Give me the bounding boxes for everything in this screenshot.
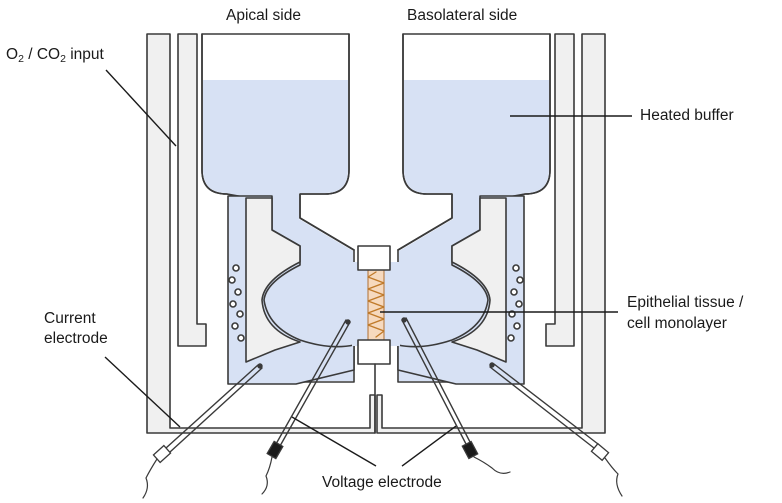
gas-o-text: O (6, 46, 19, 63)
apical-bubble (236, 310, 244, 318)
electrodes (142, 317, 623, 499)
apical-bubble (237, 334, 245, 342)
basolateral-inner-block (451, 197, 507, 363)
basolateral-buffer (399, 80, 549, 381)
left-current-electrode-wire (142, 458, 158, 499)
right-voltage-electrode-cap (461, 440, 479, 460)
apical-bubble (232, 264, 240, 272)
right-current-electrode-cap (590, 442, 610, 462)
right-voltage-electrode-wire (473, 456, 511, 474)
right-current-electrode (489, 362, 623, 497)
gas-input-label: O2 / CO2 input (6, 45, 104, 64)
gas-co-text: / CO (23, 46, 61, 63)
left-voltage-electrode-cap (266, 440, 284, 460)
left-current-electrode-rod (169, 367, 263, 453)
basolateral-bubble (507, 334, 515, 342)
basolateral-bubble (515, 300, 523, 308)
apical-bubble (228, 276, 236, 284)
left-current-electrode-tip (257, 363, 263, 369)
gas-input-leader (105, 69, 177, 147)
basolateral-bubble (513, 322, 521, 330)
left-voltage-electrode-wire (261, 456, 273, 495)
left-voltage-electrode-tip (345, 319, 351, 325)
right-current-electrode-rod (489, 366, 595, 449)
left-current-electrode-rod (165, 364, 259, 449)
left-current-electrode (142, 363, 263, 499)
voltage-electrode-label: Voltage electrode (322, 474, 442, 491)
apical-side-label: Apical side (226, 7, 301, 24)
apical-inner-block (245, 197, 301, 363)
right-voltage-electrode-tip (401, 317, 407, 323)
apical-gas-tube (177, 33, 207, 347)
apical-bubble (229, 300, 237, 308)
right-current-electrode-wire (604, 457, 623, 497)
right-current-electrode-rod (493, 363, 599, 445)
apical-buffer (203, 80, 353, 381)
basolateral-side-label: Basolateral side (407, 7, 518, 24)
left-voltage-electrode-rod (279, 321, 351, 447)
voltage-electrode-leader (291, 416, 377, 467)
gas-co-subscript: 2 (60, 53, 66, 65)
epithelial-label-line2: cell monolayer (627, 315, 727, 332)
right-current-electrode-tip (489, 362, 495, 368)
apical-bubble (231, 322, 239, 330)
basolateral-bubble (510, 288, 518, 296)
basolateral-chamber-wall (376, 33, 606, 434)
basolateral-bubble (512, 264, 520, 272)
left-voltage-electrode-rod (275, 319, 347, 445)
right-voltage-electrode-rod (405, 317, 471, 443)
gas-input-text: input (65, 46, 104, 63)
basolateral-reservoir-outline (397, 33, 551, 251)
upper-clamp-block (357, 245, 391, 271)
leader-lines (104, 69, 632, 467)
lower-clamp-block (357, 339, 391, 365)
basolateral-half-chamber (376, 33, 606, 434)
basolateral-bubble (516, 276, 524, 284)
epithelial-label-line1: Epithelial tissue / (627, 294, 744, 311)
basolateral-gas-tube (545, 33, 575, 347)
current-electrode-label-line2: electrode (44, 330, 108, 347)
epithelial-tissue (367, 269, 385, 341)
right-voltage-electrode (401, 317, 511, 474)
current-electrode-label-line1: Current (44, 310, 96, 327)
heated-buffer-label: Heated buffer (640, 107, 734, 124)
apical-chamber-wall (146, 33, 376, 434)
apical-bubble (234, 288, 242, 296)
tissue-spring (367, 271, 385, 338)
apical-reservoir-outline (201, 33, 355, 251)
gas-o-subscript: 2 (18, 53, 24, 65)
left-voltage-electrode (261, 319, 351, 495)
right-voltage-electrode-rod (401, 319, 467, 445)
apical-half-chamber (146, 33, 376, 434)
voltage-electrode-leader (401, 425, 457, 467)
current-electrode-leader (104, 356, 181, 428)
